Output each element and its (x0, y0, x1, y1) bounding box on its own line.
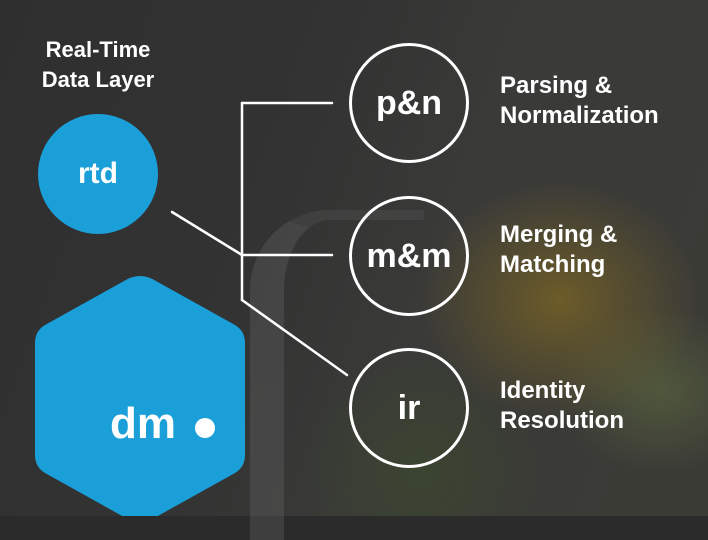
connector-lines (170, 101, 349, 377)
dm-logo-dot (195, 418, 215, 438)
connector-rtd-diagonal (170, 210, 244, 257)
node-mm-label: m&m (366, 237, 452, 275)
node-mm-description: Merging & Matching (500, 221, 618, 278)
node-ir-description: Identity Resolution (500, 377, 624, 434)
node-pn-circle: p&n (349, 43, 469, 163)
rtd-label: rtd (78, 157, 118, 190)
dm-logo-hexagon (35, 276, 245, 516)
dm-logo-text: dm (110, 399, 176, 448)
page-title: Real-Time Data Layer (41, 37, 155, 92)
node-pn-description: Parsing & Normalization (500, 72, 659, 129)
node-ir-circle: ir (349, 348, 469, 468)
rtd-circle: rtd (38, 114, 158, 234)
connector-bottom-diagonal (240, 298, 349, 377)
node-ir-label: ir (397, 389, 421, 427)
node-mm-circle: m&m (349, 196, 469, 316)
background-road (250, 210, 424, 540)
node-pn-label: p&n (375, 84, 443, 122)
